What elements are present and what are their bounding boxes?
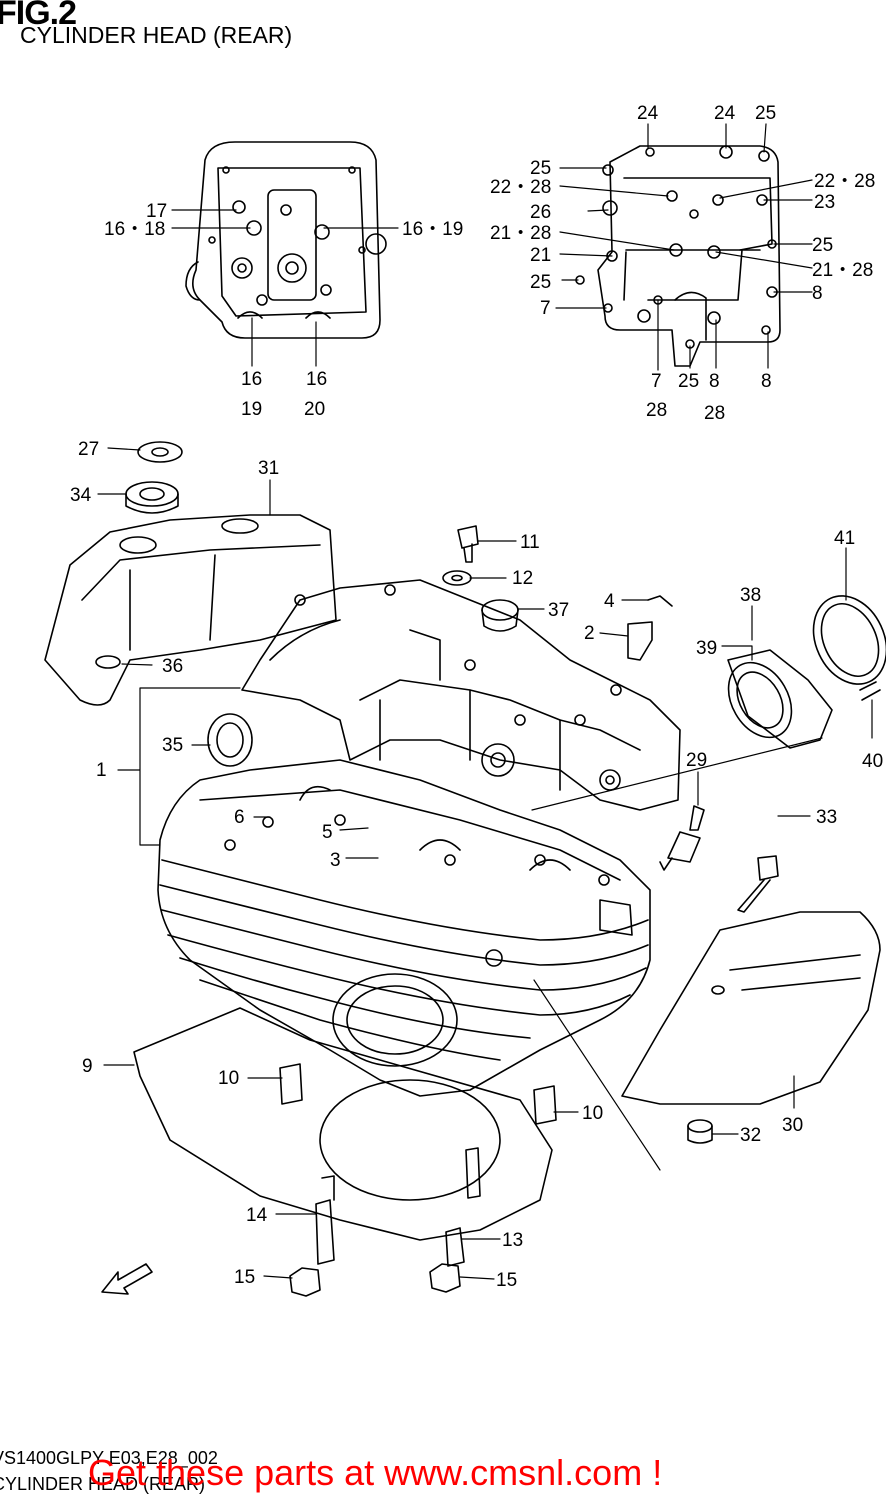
callout-32: 32 — [740, 1125, 761, 1146]
callout-23: 23 — [814, 192, 835, 213]
callout-25c: 25 — [812, 235, 833, 256]
callout-8a: 8 — [812, 283, 823, 304]
callout-1: 1 — [96, 760, 107, 781]
figure-subtitle: CYLINDER HEAD (REAR) — [20, 22, 293, 48]
callout-labels: 27 34 31 36 11 12 37 4 2 38 39 41 40 35 … — [70, 103, 883, 1291]
callout-33: 33 — [816, 807, 837, 828]
drawing-code: VS1400GLPY E03,E28_002 — [0, 1448, 218, 1468]
callout-12: 12 — [512, 568, 533, 589]
head-side-cover — [44, 514, 337, 706]
drawing-title-footer: CYLINDER HEAD (REAR) — [0, 1474, 206, 1494]
callout-15a: 15 — [234, 1267, 255, 1288]
callout-8c: 8 — [761, 371, 772, 392]
callout-22-28b: 22・28 — [814, 171, 875, 192]
callout-22-28a: 22・28 — [490, 177, 551, 198]
callout-35: 35 — [162, 735, 183, 756]
callout-4: 4 — [604, 591, 615, 612]
callout-8b: 8 — [709, 371, 720, 392]
callout-27: 27 — [78, 439, 99, 460]
callout-7b: 7 — [651, 371, 662, 392]
callout-24a: 24 — [637, 103, 659, 124]
callout-28b: 28 — [704, 403, 725, 424]
callout-25a: 25 — [755, 103, 776, 124]
callout-25e: 25 — [678, 371, 699, 392]
callout-16-18: 16・18 — [104, 219, 165, 240]
callout-41: 41 — [834, 528, 855, 549]
callout-9: 9 — [82, 1056, 93, 1077]
callout-28a: 28 — [646, 400, 667, 421]
callout-16b: 16 — [306, 369, 327, 390]
callout-5: 5 — [322, 822, 333, 843]
head-underside-view — [575, 145, 781, 367]
callout-26: 26 — [530, 202, 551, 223]
callout-19: 19 — [241, 399, 262, 420]
callout-6: 6 — [234, 807, 245, 828]
callout-30: 30 — [782, 1115, 803, 1136]
callout-13: 13 — [502, 1230, 523, 1251]
figure-number: FIG.2 — [0, 0, 77, 32]
callout-31: 31 — [258, 458, 279, 479]
callout-11: 11 — [520, 532, 540, 553]
cylinder-head-body — [157, 579, 681, 1097]
callout-36: 36 — [162, 656, 183, 677]
callout-39: 39 — [696, 638, 717, 659]
callout-29: 29 — [686, 750, 707, 771]
callout-16-19-right: 16・19 — [402, 219, 463, 240]
callout-38: 38 — [740, 585, 761, 606]
forward-arrow-icon — [101, 1263, 153, 1295]
callout-10a: 10 — [218, 1068, 239, 1089]
callout-24b: 24 — [714, 103, 736, 124]
callout-37: 37 — [548, 600, 569, 621]
callout-2: 2 — [584, 623, 595, 644]
callout-16a: 16 — [241, 369, 262, 390]
callout-15b: 15 — [496, 1270, 517, 1291]
callout-21: 21 — [530, 245, 551, 266]
callout-25b: 25 — [530, 158, 551, 179]
callout-14: 14 — [246, 1205, 268, 1226]
head-top-view — [185, 141, 387, 339]
callout-25d: 25 — [530, 272, 551, 293]
callout-10b: 10 — [582, 1103, 603, 1124]
callout-34: 34 — [70, 485, 92, 506]
callout-40: 40 — [862, 751, 883, 772]
callout-20: 20 — [304, 399, 325, 420]
callout-7a: 7 — [540, 298, 551, 319]
callout-21-28a: 21・28 — [490, 223, 551, 244]
callout-21-28b: 21・28 — [812, 260, 873, 281]
callout-17: 17 — [146, 201, 167, 222]
parts-promo-link[interactable]: Get these parts at www.cmsnl.com ! — [88, 1452, 663, 1493]
callout-3: 3 — [330, 850, 341, 871]
